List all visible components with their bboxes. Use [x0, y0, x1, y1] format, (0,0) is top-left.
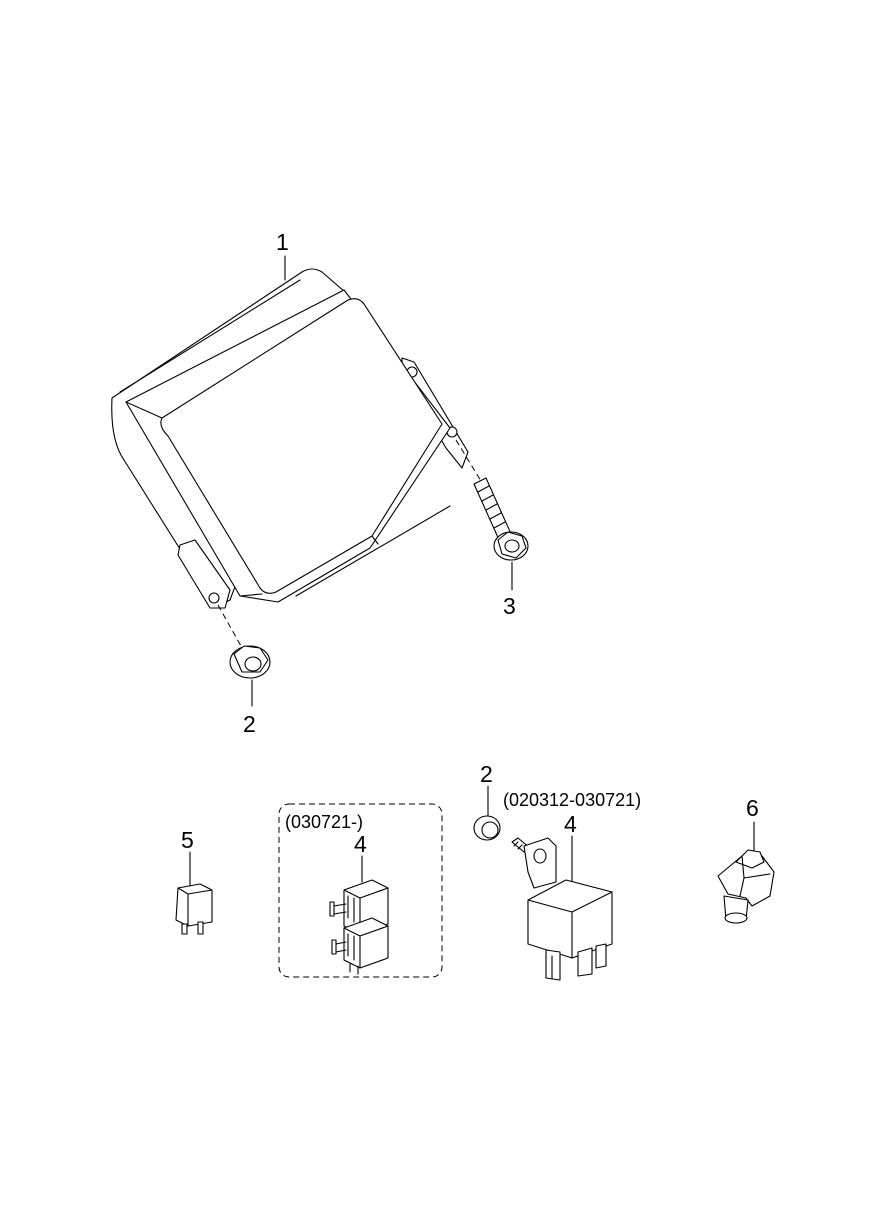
- callout-2-lower: 2: [480, 761, 493, 787]
- washer-nut-icon: [473, 815, 501, 841]
- mini-relay-icon: [175, 883, 213, 935]
- guide-line-bolt: [455, 439, 485, 487]
- callout-6: 6: [746, 795, 759, 821]
- flange-nut-icon: [229, 645, 271, 679]
- variant-group-box: [278, 803, 443, 978]
- callout-4-right: 4: [564, 811, 577, 837]
- callout-5: 5: [181, 827, 194, 853]
- double-relay-icon: [329, 879, 389, 975]
- variant-note-030721: (030721-): [285, 812, 363, 832]
- sensor-icon: [717, 849, 775, 924]
- callout-4-left: 4: [354, 831, 367, 857]
- flange-bolt-icon: [473, 477, 529, 561]
- variant-note-020312-030721: (020312-030721): [503, 790, 641, 810]
- bracket-relay-icon: [511, 837, 613, 981]
- control-unit-icon: [111, 268, 469, 609]
- callout-2-top: 2: [243, 711, 256, 737]
- callout-3: 3: [503, 593, 516, 619]
- callout-1: 1: [276, 229, 289, 255]
